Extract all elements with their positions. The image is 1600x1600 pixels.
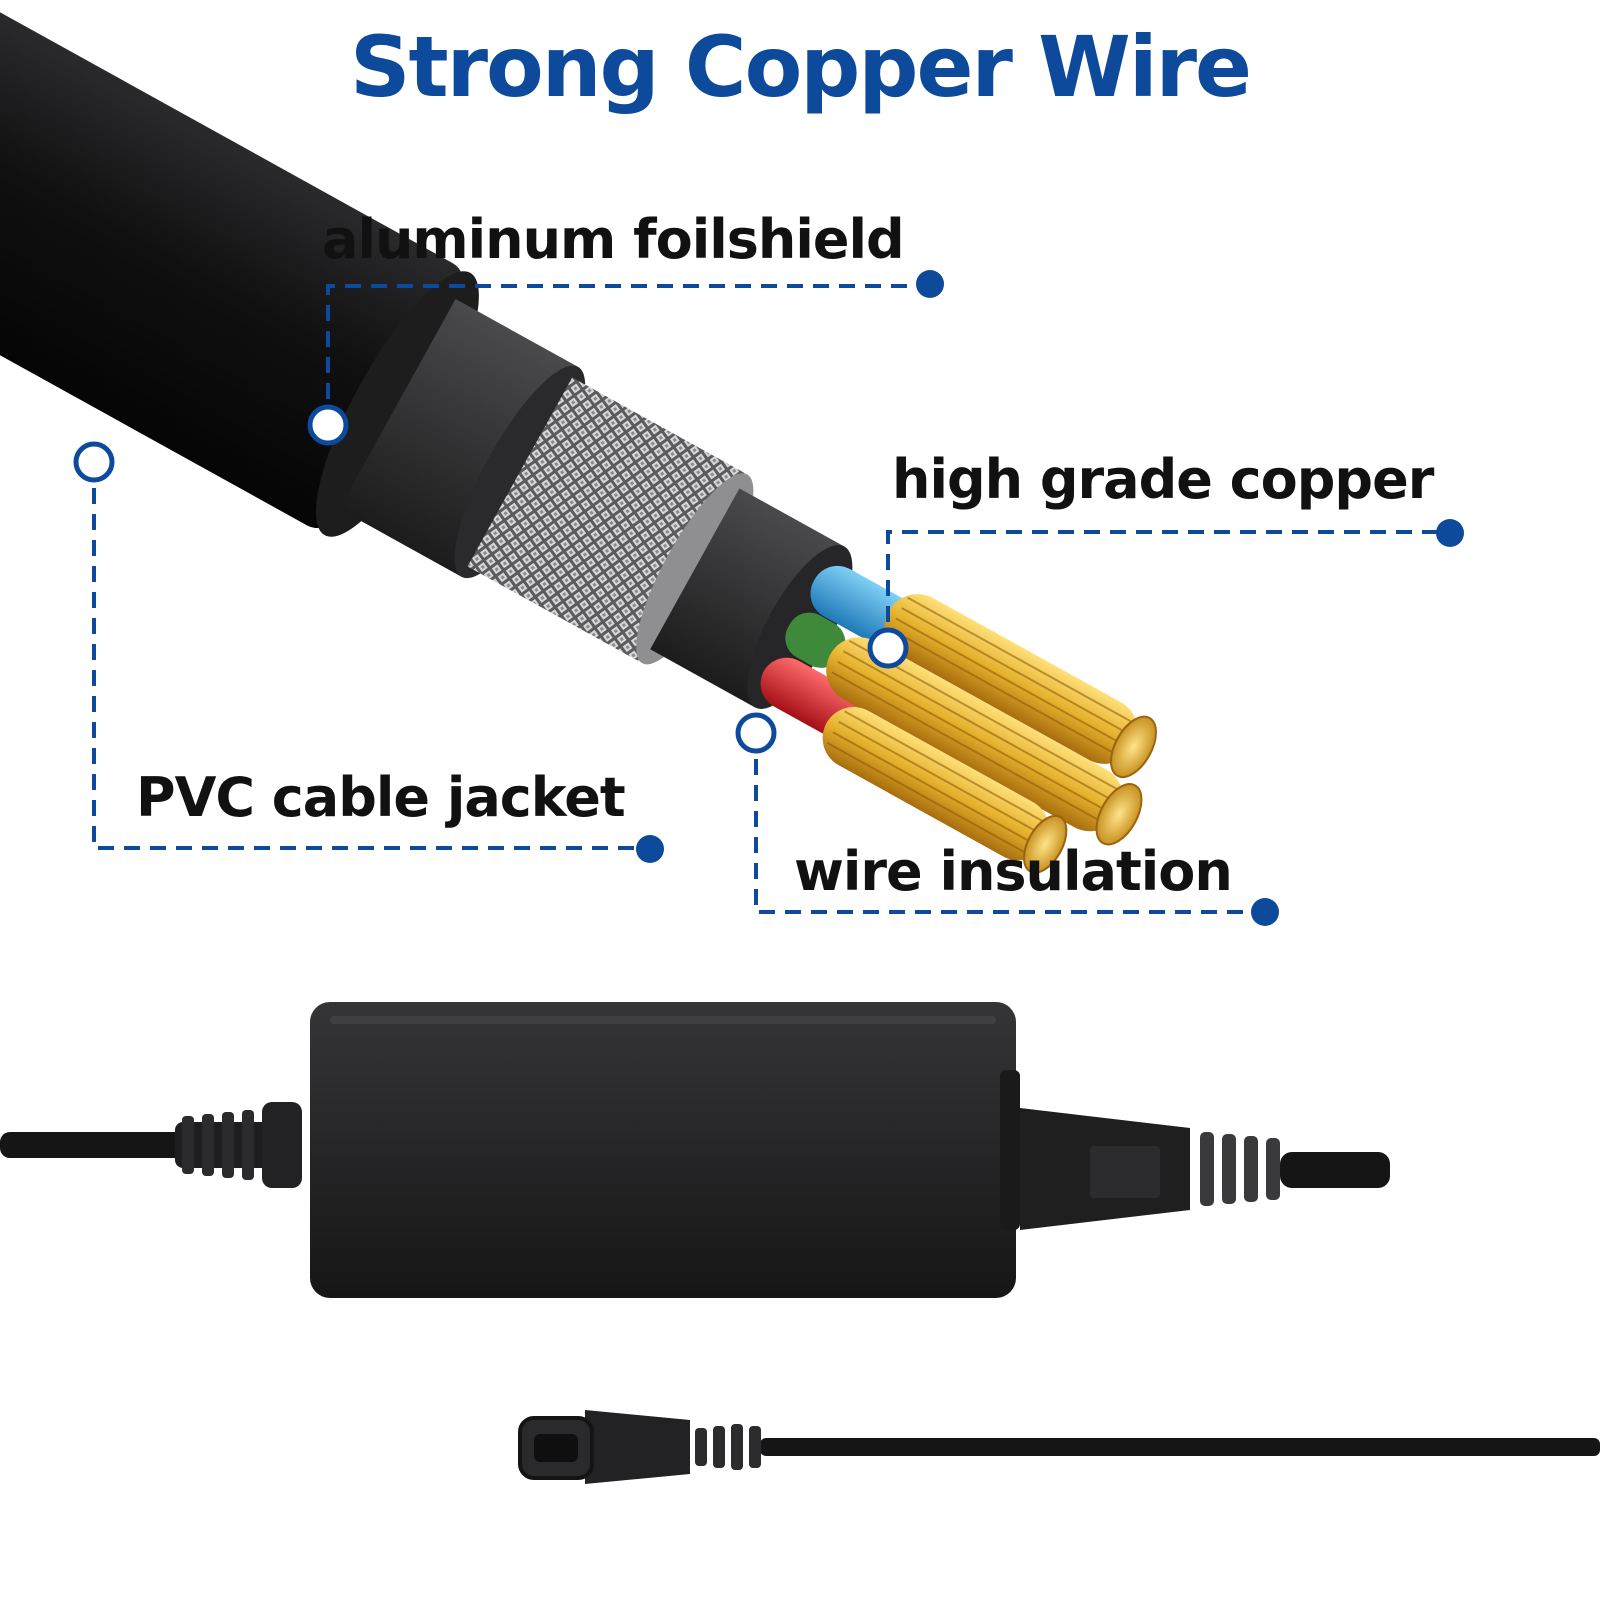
callout-dots [73,270,1464,926]
callout-end-dot [636,835,664,863]
callout-anchor-dot [73,441,115,483]
power-adapter [0,1002,1390,1298]
callouts [92,284,1448,914]
pvc-jacket [0,0,463,528]
dc-strain-relief [175,1102,302,1188]
callout-anchor-dot [867,627,909,669]
callout-anchor-dot [307,404,349,446]
cable-cutaway [0,0,1157,874]
callout-line-foil [326,284,928,425]
dc-output-cable [760,1438,1600,1456]
callout-end-dot [916,270,944,298]
dc-cable [0,1132,190,1158]
callout-line-jacket [92,462,650,850]
adapter-body [310,1002,1016,1298]
callout-line-copper [886,530,1448,648]
label-pvc-cable-jacket: PVC cable jacket [136,766,626,829]
callout-line-insulation [754,733,1264,914]
label-high-grade-copper: high grade copper [892,448,1434,511]
callout-end-dot [1251,898,1279,926]
label-aluminum-foil-shield: aluminum foilshield [322,208,905,271]
label-wire-insulation: wire insulation [794,840,1233,903]
page-title: Strong Copper Wire [349,18,1252,116]
dc-tip-cable [518,1410,1600,1484]
ac-cable [1280,1152,1390,1188]
copper-strands [822,594,1157,874]
dc-plug [585,1410,690,1484]
callout-anchor-dot [735,712,777,754]
callout-end-dot [1436,519,1464,547]
